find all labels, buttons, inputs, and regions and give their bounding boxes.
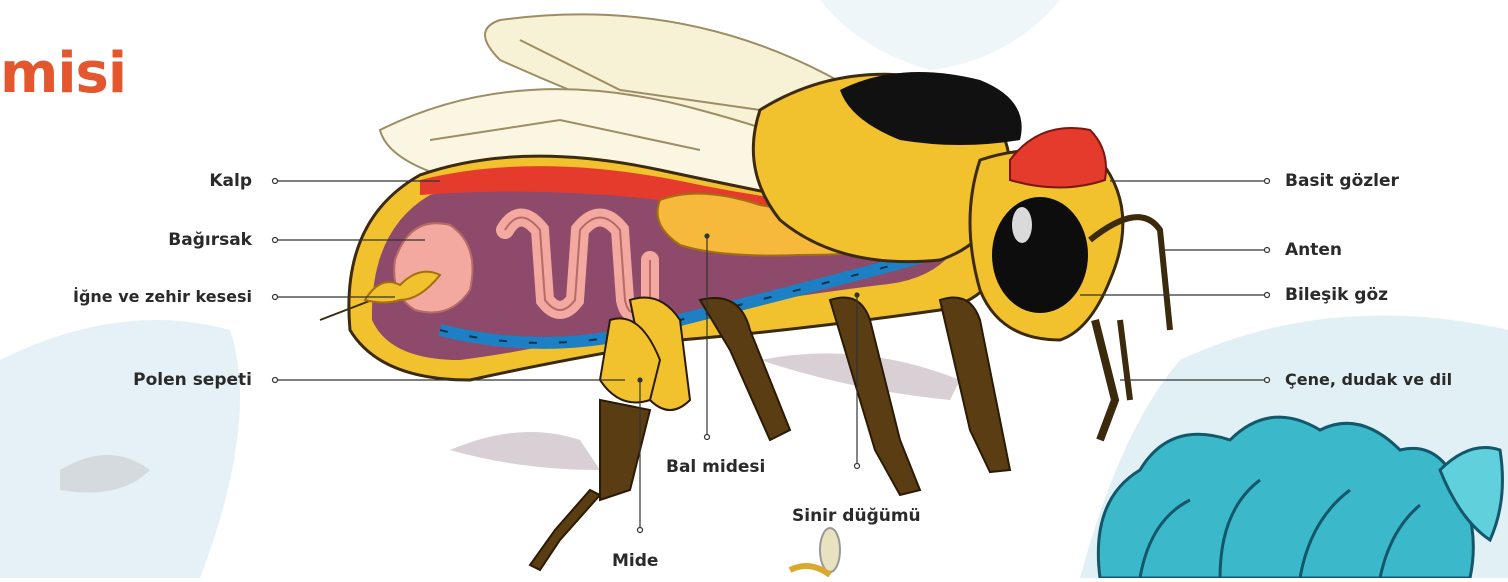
diagram-title: misi	[0, 42, 126, 106]
small-insect-illustration	[790, 528, 840, 575]
bee-head	[970, 128, 1170, 440]
label-bagirsak: Bağırsak	[168, 229, 252, 251]
label-sinir-dugumu: Sinir düğümü	[792, 505, 921, 527]
label-bal-midesi: Bal midesi	[666, 456, 765, 478]
label-anten: Anten	[1285, 239, 1342, 261]
label-igne-zehir-kesesi: İğne ve zehir kesesi	[73, 286, 252, 308]
label-basit-gozler: Basit gözler	[1285, 170, 1399, 192]
label-kalp: Kalp	[209, 170, 252, 192]
label-polen-sepeti: Polen sepeti	[133, 369, 252, 391]
label-mide: Mide	[612, 550, 658, 572]
label-cene-dudak-dil: Çene, dudak ve dil	[1285, 369, 1452, 391]
label-bilesik-goz: Bileşik göz	[1285, 284, 1388, 306]
